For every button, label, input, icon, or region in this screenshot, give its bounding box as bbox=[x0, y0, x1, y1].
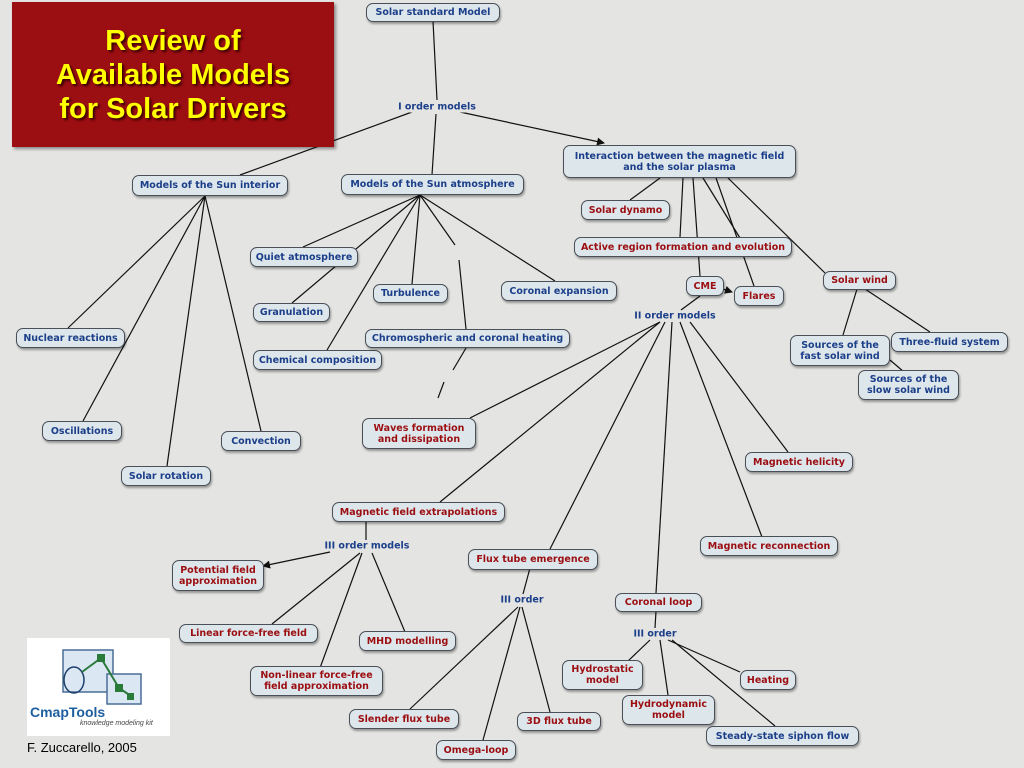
logo-tagline: knowledge modeling kit bbox=[80, 720, 153, 727]
link-i-order-models: I order models bbox=[395, 101, 479, 113]
node-chromospheric-coronal-heating[interactable]: Chromospheric and coronal heating bbox=[365, 329, 570, 348]
link-iii-order-flux: III order bbox=[497, 594, 547, 606]
node-3d-flux-tube[interactable]: 3D flux tube bbox=[517, 712, 601, 731]
node-slow-solar-wind[interactable]: Sources of the slow solar wind bbox=[858, 370, 959, 400]
node-convection[interactable]: Convection bbox=[221, 431, 301, 451]
node-magnetic-field-extrapolations[interactable]: Magnetic field extrapolations bbox=[332, 502, 505, 522]
node-three-fluid-system[interactable]: Three-fluid system bbox=[891, 332, 1008, 352]
node-flares[interactable]: Flares bbox=[734, 286, 784, 306]
node-nonlinear-force-free[interactable]: Non-linear force-free field approximatio… bbox=[250, 666, 383, 696]
node-hydrodynamic-model[interactable]: Hydrodynamic model bbox=[622, 695, 715, 725]
link-iii-order-models: III order models bbox=[321, 540, 413, 552]
node-sun-atmosphere[interactable]: Models of the Sun atmosphere bbox=[341, 174, 524, 195]
node-hydrostatic-model[interactable]: Hydrostatic model bbox=[562, 660, 643, 690]
link-iii-order-loop: III order bbox=[630, 628, 680, 640]
node-magnetic-reconnection[interactable]: Magnetic reconnection bbox=[700, 536, 838, 556]
node-magnetic-helicity[interactable]: Magnetic helicity bbox=[745, 452, 853, 472]
node-linear-force-free[interactable]: Linear force-free field bbox=[179, 624, 318, 643]
node-waves-formation[interactable]: Waves formation and dissipation bbox=[362, 418, 476, 449]
node-cme[interactable]: CME bbox=[686, 276, 724, 296]
link-ii-order-models: II order models bbox=[631, 310, 719, 322]
node-oscillations[interactable]: Oscillations bbox=[42, 421, 122, 441]
node-coronal-expansion[interactable]: Coronal expansion bbox=[501, 281, 617, 301]
node-solar-dynamo[interactable]: Solar dynamo bbox=[581, 200, 670, 220]
node-quiet-atmosphere[interactable]: Quiet atmosphere bbox=[250, 247, 358, 267]
author-credit: F. Zuccarello, 2005 bbox=[27, 740, 137, 755]
cmaptools-logo: CmapTools knowledge modeling kit bbox=[27, 638, 170, 736]
node-coronal-loop[interactable]: Coronal loop bbox=[615, 593, 702, 612]
node-fast-solar-wind[interactable]: Sources of the fast solar wind bbox=[790, 335, 890, 366]
node-heating[interactable]: Heating bbox=[740, 670, 796, 690]
node-solar-rotation[interactable]: Solar rotation bbox=[121, 466, 211, 486]
node-chemical-composition[interactable]: Chemical composition bbox=[253, 350, 382, 370]
node-mhd-modelling[interactable]: MHD modelling bbox=[359, 631, 456, 651]
node-sun-interior[interactable]: Models of the Sun interior bbox=[132, 175, 288, 196]
node-solar-standard-model[interactable]: Solar standard Model bbox=[366, 3, 500, 22]
cmaptools-logo-icon bbox=[62, 649, 142, 705]
node-steady-state-siphon-flow[interactable]: Steady-state siphon flow bbox=[706, 726, 859, 746]
slide-title: Review of Available Models for Solar Dri… bbox=[55, 24, 291, 125]
node-nuclear-reactions[interactable]: Nuclear reactions bbox=[16, 328, 125, 348]
logo-name: CmapTools bbox=[30, 704, 106, 720]
node-turbulence[interactable]: Turbulence bbox=[373, 284, 448, 303]
node-active-region[interactable]: Active region formation and evolution bbox=[574, 237, 792, 257]
node-potential-field[interactable]: Potential field approximation bbox=[172, 560, 264, 591]
node-omega-loop[interactable]: Omega-loop bbox=[436, 740, 516, 760]
node-slender-flux-tube[interactable]: Slender flux tube bbox=[349, 709, 459, 729]
node-flux-tube-emergence[interactable]: Flux tube emergence bbox=[468, 549, 598, 570]
node-granulation[interactable]: Granulation bbox=[253, 303, 330, 322]
slide-title-box: Review of Available Models for Solar Dri… bbox=[12, 2, 334, 147]
node-solar-wind[interactable]: Solar wind bbox=[823, 271, 896, 290]
node-interaction-magnetic-plasma[interactable]: Interaction between the magnetic field a… bbox=[563, 145, 796, 178]
